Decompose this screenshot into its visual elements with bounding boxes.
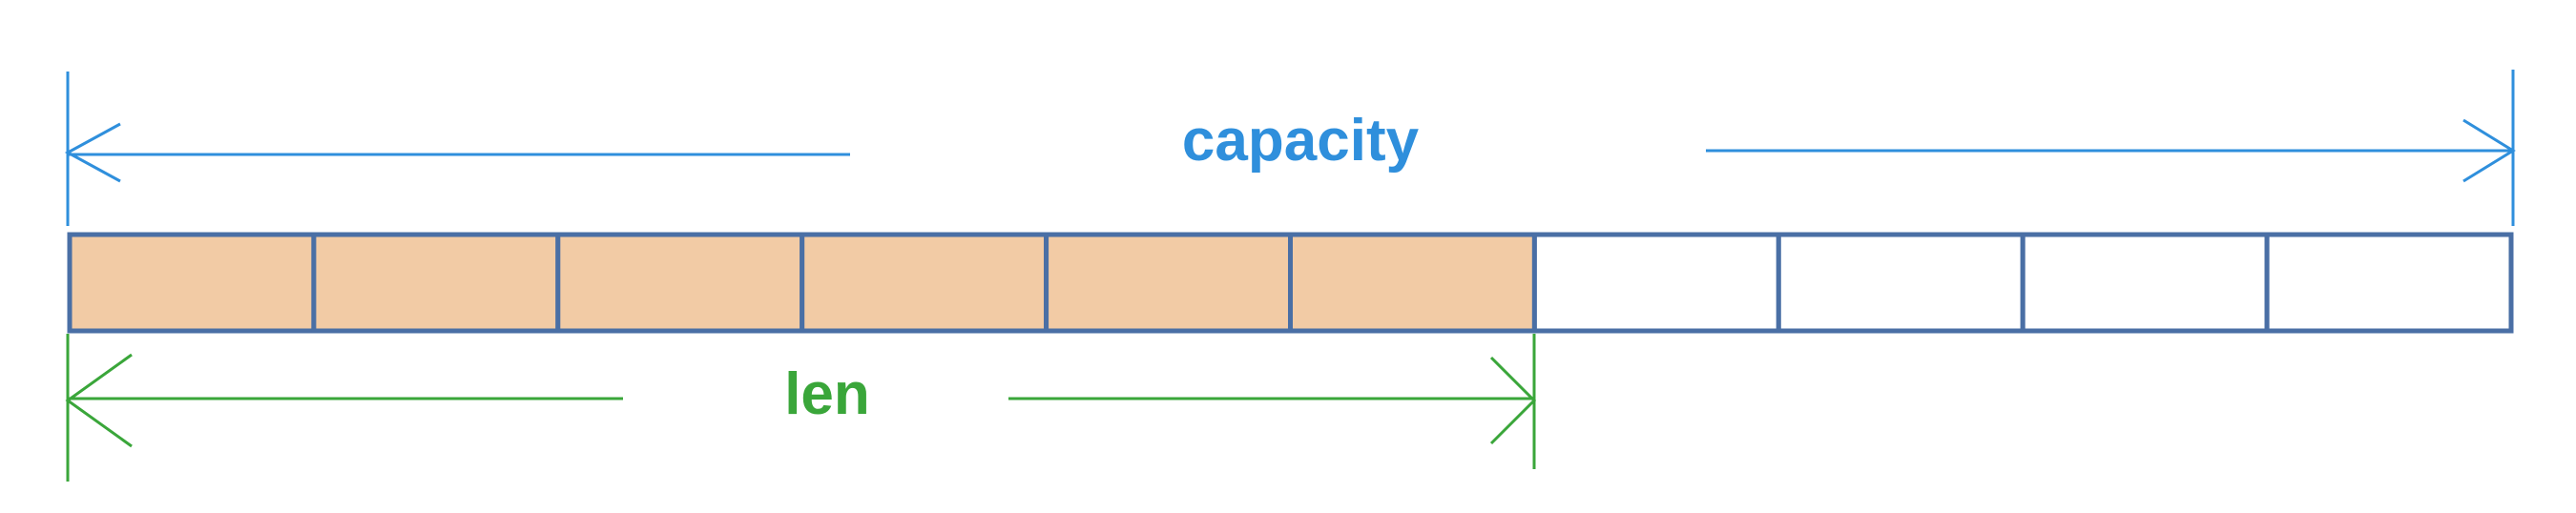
array-cell-filled <box>311 232 561 334</box>
array-cell-empty <box>1776 232 2025 334</box>
array-cell-empty <box>1531 232 1781 334</box>
array-cell-filled <box>555 232 805 334</box>
array-cell-filled <box>1044 232 1293 334</box>
array-cell-filled <box>800 232 1049 334</box>
array-cell-empty <box>2264 232 2514 334</box>
capacity-right-arrowhead <box>2462 118 2516 183</box>
capacity-label: capacity <box>1182 108 1420 174</box>
len-left-arrowhead <box>65 353 133 448</box>
len-label: len <box>784 361 870 427</box>
array-cells <box>67 232 2514 334</box>
array-cell-empty <box>2020 232 2270 334</box>
array-cell-filled <box>67 232 317 334</box>
len-right-arrowhead <box>1489 356 1537 445</box>
capacity-left-arrowhead <box>64 122 121 183</box>
capacity-dimension: capacity <box>64 70 2516 226</box>
len-dimension: len <box>65 334 1537 482</box>
array-cell-filled <box>1288 232 1537 334</box>
